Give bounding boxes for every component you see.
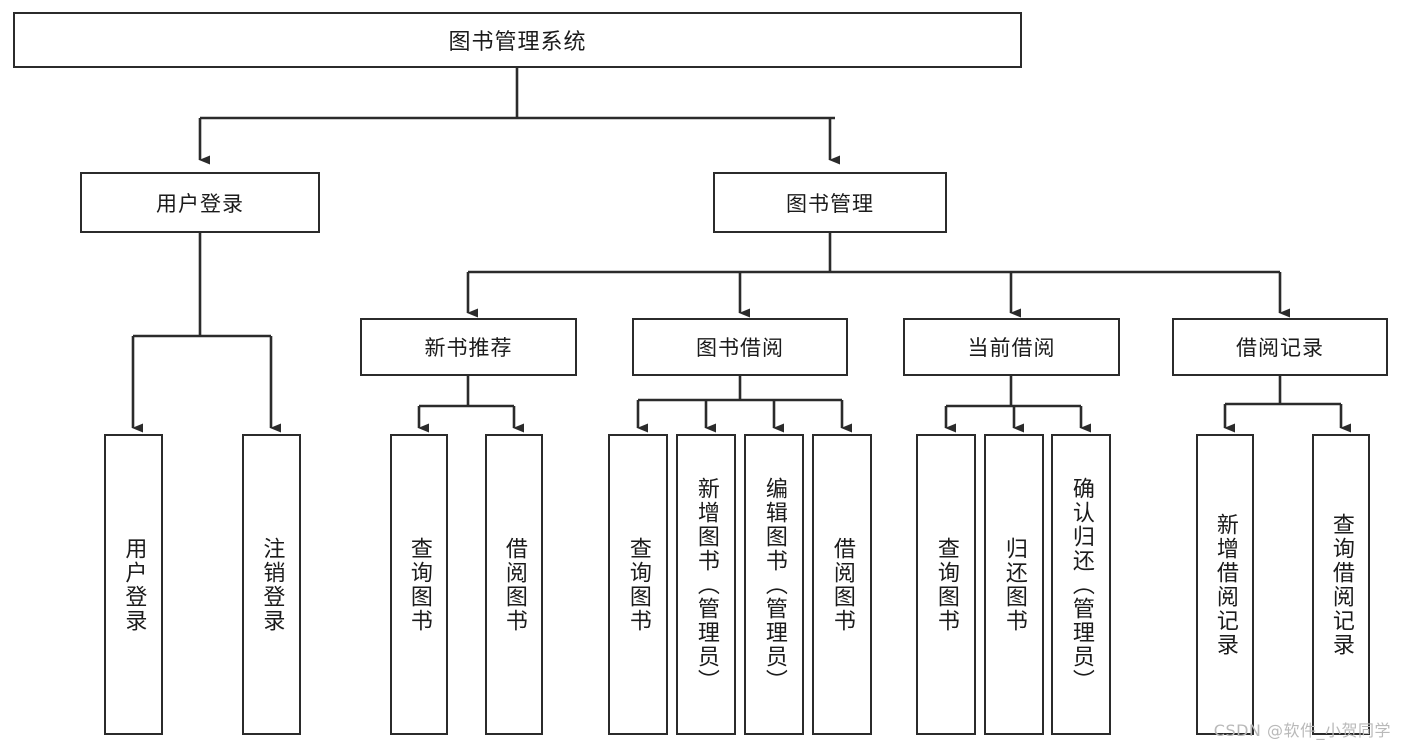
node-label: 确认归还（管理员） [1068, 476, 1094, 693]
node-label: 当前借阅 [967, 336, 1056, 360]
leaf-borrow-add-book-admin[interactable]: 新增图书（管理员） [676, 434, 736, 735]
leaf-borrow-edit-book-admin[interactable]: 编辑图书（管理员） [744, 434, 804, 735]
node-user-login[interactable]: 用户登录 [80, 172, 320, 233]
leaf-user-logout[interactable]: 注销登录 [242, 434, 301, 735]
node-label: 查询图书 [625, 536, 651, 633]
node-label: 图书借阅 [696, 336, 784, 360]
node-book-borrow[interactable]: 图书借阅 [632, 318, 848, 376]
leaf-recommend-borrow-book[interactable]: 借阅图书 [485, 434, 543, 735]
node-label: 归还图书 [1001, 536, 1027, 633]
node-label: 新增借阅记录 [1212, 512, 1238, 657]
node-label: 查询借阅记录 [1328, 512, 1354, 657]
node-label: 借阅记录 [1236, 336, 1324, 360]
node-borrow-record[interactable]: 借阅记录 [1172, 318, 1388, 376]
node-label: 借阅图书 [501, 536, 527, 633]
node-label: 图书管理 [786, 191, 874, 216]
leaf-current-confirm-return-admin[interactable]: 确认归还（管理员） [1051, 434, 1111, 735]
leaf-record-add-borrow-record[interactable]: 新增借阅记录 [1196, 434, 1254, 735]
leaf-user-login[interactable]: 用户登录 [104, 434, 163, 735]
node-current-borrow[interactable]: 当前借阅 [903, 318, 1120, 376]
node-label: 新增图书（管理员） [693, 476, 719, 693]
node-label: 编辑图书（管理员） [761, 476, 787, 693]
node-label: 查询图书 [406, 536, 432, 633]
node-label: 新书推荐 [424, 336, 513, 360]
leaf-borrow-borrow-book[interactable]: 借阅图书 [812, 434, 872, 735]
node-root-system[interactable]: 图书管理系统 [13, 12, 1022, 68]
node-label: 查询图书 [933, 536, 959, 633]
leaf-current-query-book[interactable]: 查询图书 [916, 434, 976, 735]
node-new-book-recommend[interactable]: 新书推荐 [360, 318, 577, 376]
node-label: 注销登录 [259, 536, 285, 633]
node-book-management[interactable]: 图书管理 [713, 172, 947, 233]
leaf-current-return-book[interactable]: 归还图书 [984, 434, 1044, 735]
leaf-borrow-query-book[interactable]: 查询图书 [608, 434, 668, 735]
leaf-record-query-borrow-record[interactable]: 查询借阅记录 [1312, 434, 1370, 735]
watermark-text: CSDN @软件_小贺同学 [1213, 721, 1391, 740]
node-label: 用户登录 [156, 191, 244, 216]
node-label: 图书管理系统 [448, 30, 587, 55]
node-label: 借阅图书 [829, 536, 855, 633]
node-label: 用户登录 [121, 536, 147, 633]
leaf-recommend-query-book[interactable]: 查询图书 [390, 434, 448, 735]
